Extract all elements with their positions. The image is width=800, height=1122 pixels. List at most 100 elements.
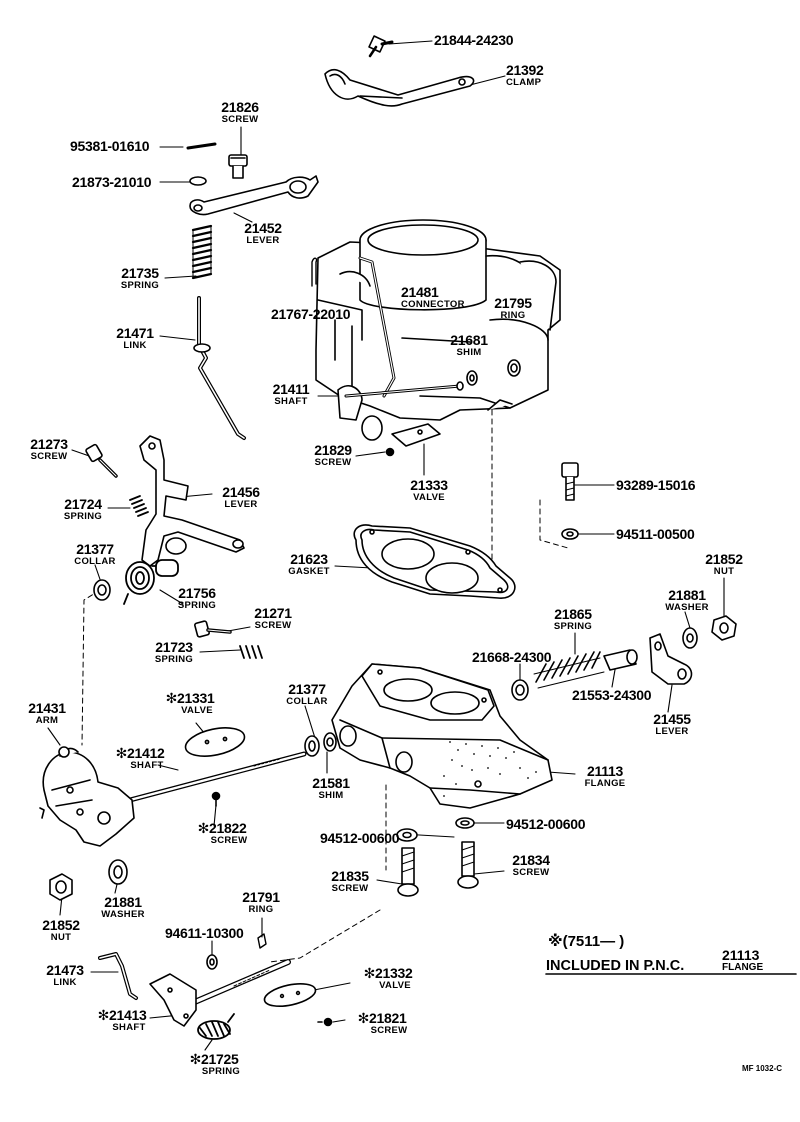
nut-21852-lower [49,873,73,901]
spring-21723 [239,645,263,659]
washer-94511 [561,528,579,540]
ring-21668 [511,679,529,701]
valve-21331 [184,727,246,757]
note-date-range: ※(7511— ) [548,933,625,950]
flange-21113 [331,663,553,809]
label-21553-24300: 21553-24300 [572,687,652,703]
washer-94512-left [396,828,418,842]
alignment-lines [81,409,569,963]
valve-21333 [391,423,441,447]
spring-21725 [197,1013,235,1040]
washer-21881-upper [682,627,698,649]
screw-21834 [457,841,479,889]
label-21767-22010: 21767-22010 [271,306,351,322]
label-95381-01610: 95381-01610 [70,138,150,154]
flange-texture [443,741,537,797]
label-21873-21010: 21873-21010 [72,174,152,190]
screw-21822 [211,791,221,807]
note-included-text: INCLUDED IN P.N.C. [546,958,685,974]
label-94512-00600-right: 94512-00600 [506,816,586,832]
spring-21724 [129,495,149,517]
washer-21873 [189,176,207,186]
link-21471 [193,296,246,440]
label-93289-15016: 93289-15016 [616,477,696,493]
drawing-code: MF 1032-C [742,1064,783,1073]
bolt-93289 [561,462,579,501]
ring-21795 [507,359,521,377]
shaft-21412 [127,751,307,803]
screw-21829 [385,447,395,457]
label-94511-00500: 94511-00500 [616,526,695,542]
note-ref-name: FLANGE [722,962,764,973]
washer-94512-right [455,817,475,829]
arm-21431 [39,746,135,847]
spring-21756 [123,559,179,605]
clip-21767 [311,257,318,287]
label-21668-24300: 21668-24300 [472,649,552,665]
shim-21581 [323,732,337,752]
collar-21377-upper [93,579,111,601]
shaft-21413 [187,959,291,1007]
valve-21332 [263,983,317,1007]
screw-21271 [194,620,232,638]
shim-21681 [466,370,478,386]
clamp-21392 [324,68,475,107]
link-21473 [98,952,138,1000]
label-21844-24230: 21844-24230 [434,32,514,48]
connector-21481 [358,256,396,398]
shaft-21411 [337,381,464,441]
label-94611-10300: 94611-10300 [165,925,244,941]
washer-21881-lower [108,859,128,885]
spring-21865 [533,651,605,689]
nut-21852-upper [711,615,737,641]
screw-21821 [317,1017,333,1027]
fitting-21553 [603,649,638,671]
screw-21835 [397,847,419,897]
ring-21791 [257,933,267,949]
label-94512-00600-left: 94512-00600 [320,830,400,846]
shaft-21413-plate [149,973,197,1027]
lever-21456 [139,435,245,567]
washer-94611 [206,954,218,970]
pin-95381 [186,142,217,150]
screw-21273 [85,443,118,478]
lever-21455 [649,633,693,685]
screw-21826 [228,154,248,179]
